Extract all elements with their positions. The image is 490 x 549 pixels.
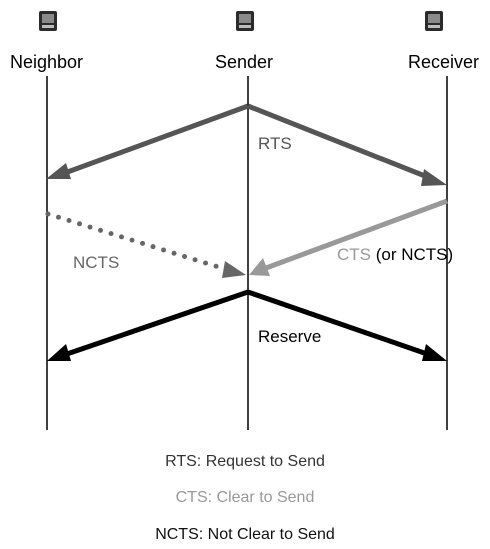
neighbor-label: Neighbor bbox=[10, 52, 84, 72]
rts-arrowhead-right bbox=[421, 169, 447, 186]
sender-label: Sender bbox=[215, 52, 274, 72]
rts-label: RTS bbox=[258, 134, 292, 153]
legend-rts: RTS: Request to Send bbox=[165, 453, 325, 470]
cts-arrow bbox=[265, 198, 448, 271]
legend-cts: CTS: Clear to Send bbox=[175, 489, 315, 506]
reserve-arrow bbox=[63, 289, 431, 358]
rts-arrowhead-left bbox=[46, 163, 71, 179]
receiver-device-icon bbox=[425, 11, 443, 31]
reserve-arrowhead-left bbox=[47, 344, 71, 361]
cts-label: CTS (or NCTS) bbox=[337, 245, 453, 265]
cts-arrowhead bbox=[249, 258, 270, 276]
ncts-label: NCTS bbox=[73, 253, 120, 272]
neighbor-device-icon bbox=[39, 11, 57, 31]
cts-label-suffix: (or NCTS) bbox=[371, 245, 454, 264]
rts-arrow bbox=[61, 103, 431, 181]
ncts-arrow bbox=[45, 211, 231, 273]
legend-ncts: NCTS: Not Clear to Send bbox=[155, 526, 335, 543]
reserve-label: Reserve bbox=[258, 327, 322, 346]
receiver-label: Receiver bbox=[408, 52, 480, 72]
ncts-arrowhead bbox=[222, 261, 246, 278]
sender-device-icon bbox=[236, 11, 254, 31]
reserve-arrowhead-right bbox=[422, 344, 447, 361]
cts-label-main: CTS bbox=[337, 245, 371, 264]
